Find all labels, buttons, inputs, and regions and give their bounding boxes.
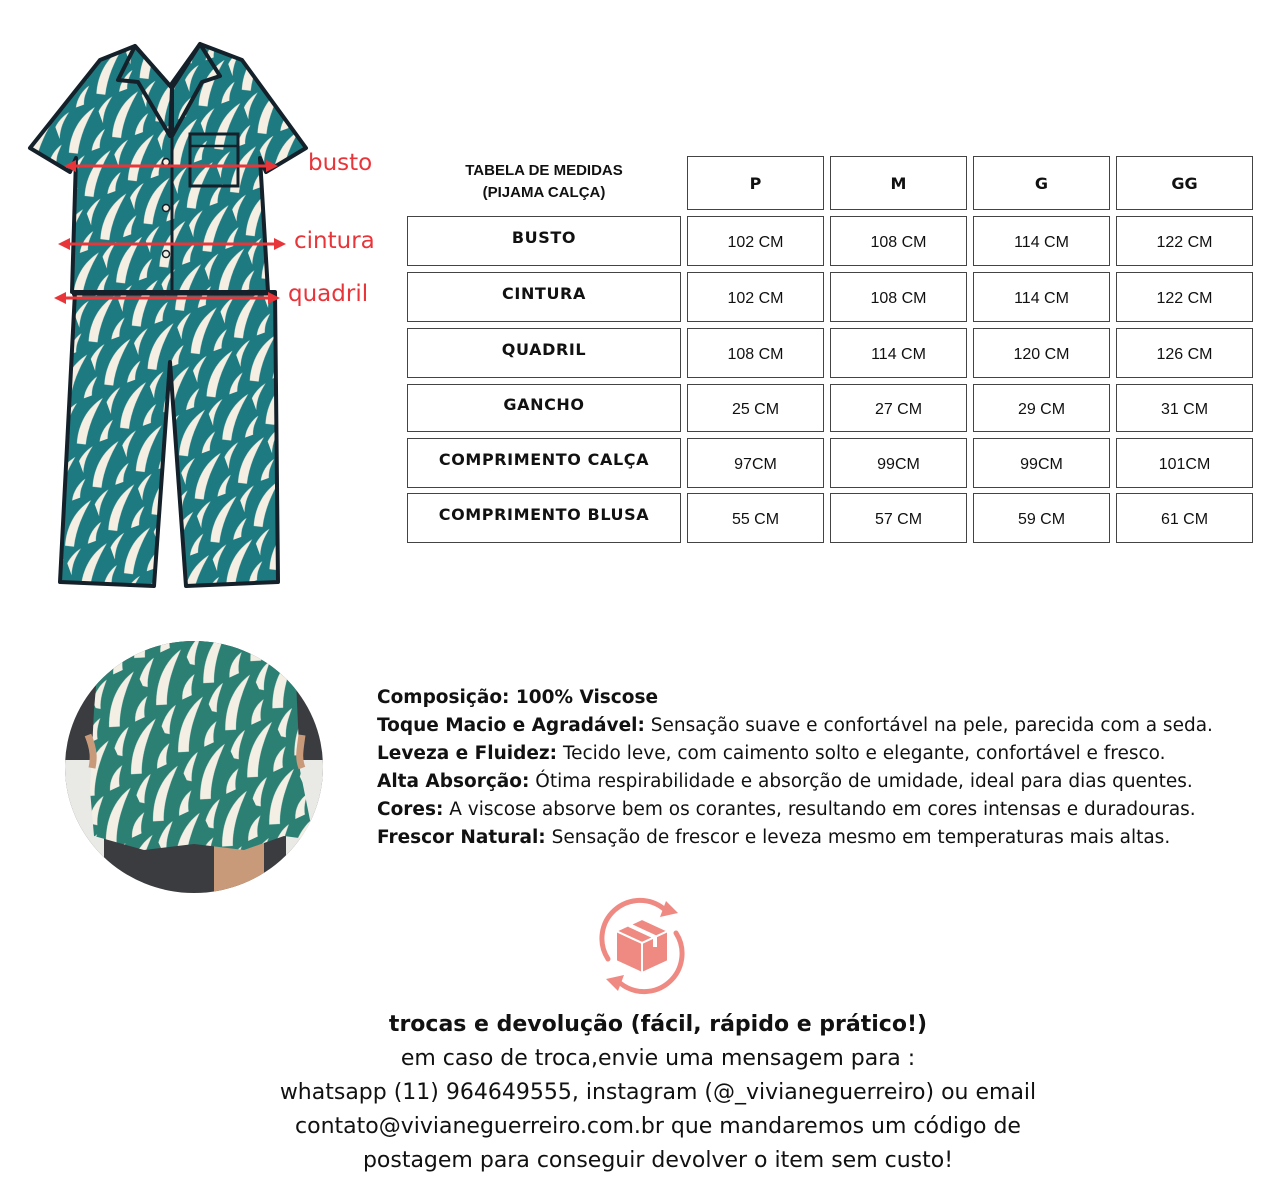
size-header-p: P: [687, 156, 824, 210]
composition-line: Toque Macio e Agradável: Sensação suave …: [377, 712, 1257, 740]
composition-line: Composição: 100% Viscose: [377, 684, 1257, 712]
returns-title: trocas e devolução (fácil, rápido e prát…: [388, 1012, 928, 1037]
table-cell: 108 CM: [830, 216, 967, 266]
composition-text: Tecido leve, com caimento solto e elegan…: [557, 743, 1166, 764]
size-header-g: G: [973, 156, 1110, 210]
composition-label: Frescor Natural:: [377, 827, 546, 848]
table-title-line2: (PIJAMA CALÇA): [482, 184, 606, 201]
composition-label: Cores:: [377, 799, 444, 820]
composition-label: Composição: 100% Viscose: [377, 687, 659, 708]
table-cell: 122 CM: [1116, 272, 1253, 322]
table-cell: 31 CM: [1116, 384, 1253, 432]
cintura-label: cintura: [294, 228, 375, 254]
table-cell: 101CM: [1116, 438, 1253, 488]
composition-line: Leveza e Fluidez: Tecido leve, com caime…: [377, 740, 1257, 768]
size-header-gg: GG: [1116, 156, 1253, 210]
composition-line: Frescor Natural: Sensação de frescor e l…: [377, 824, 1257, 852]
returns-line: postagem para conseguir devolver o item …: [362, 1148, 954, 1173]
returns-line: contato@vivianeguerreiro.com.br que mand…: [295, 1114, 1021, 1139]
table-title: TABELA DE MEDIDAS (PIJAMA CALÇA): [408, 160, 680, 204]
table-cell: 114 CM: [973, 216, 1110, 266]
composition-line: Cores: A viscose absorve bem os corantes…: [377, 796, 1257, 824]
busto-label: busto: [308, 150, 373, 176]
composition-info: Composição: 100% Viscose Toque Macio e A…: [377, 684, 1257, 852]
composition-line: Alta Absorção: Ótima respirabilidade e a…: [377, 768, 1257, 796]
table-cell: 99CM: [973, 438, 1110, 488]
returns-line: whatsapp (11) 964649555, instagram (@_vi…: [279, 1080, 1037, 1105]
table-cell: 25 CM: [687, 384, 824, 432]
table-cell: 55 CM: [687, 493, 824, 543]
fabric-photo: [64, 640, 324, 895]
composition-text: Sensação suave e confortável na pele, pa…: [644, 715, 1213, 736]
quadril-label: quadril: [288, 281, 369, 307]
composition-label: Toque Macio e Agradável:: [377, 715, 645, 736]
table-cell: 97CM: [687, 438, 824, 488]
table-cell: 99CM: [830, 438, 967, 488]
table-cell: 108 CM: [830, 272, 967, 322]
composition-text: Sensação de frescor e leveza mesmo em te…: [545, 827, 1171, 848]
fabric-photo-drawing: [65, 641, 323, 893]
row-label-comprimento-calca: COMPRIMENTO CALÇA: [407, 438, 681, 488]
returns-info: trocas e devolução (fácil, rápido e prát…: [190, 1008, 1126, 1178]
table-cell: 120 CM: [973, 328, 1110, 378]
table-cell: 122 CM: [1116, 216, 1253, 266]
size-header-m: M: [830, 156, 967, 210]
composition-label: Leveza e Fluidez:: [377, 743, 558, 764]
table-cell: 29 CM: [973, 384, 1110, 432]
returns-line: em caso de troca,envie uma mensagem para…: [400, 1046, 916, 1071]
table-cell: 114 CM: [973, 272, 1110, 322]
table-cell: 102 CM: [687, 272, 824, 322]
row-label-busto: BUSTO: [407, 216, 681, 266]
row-label-quadril: QUADRIL: [407, 328, 681, 378]
table-cell: 108 CM: [687, 328, 824, 378]
pajama-drawing: [28, 42, 308, 588]
table-cell: 102 CM: [687, 216, 824, 266]
table-cell: 59 CM: [973, 493, 1110, 543]
row-label-cintura: CINTURA: [407, 272, 681, 322]
table-cell: 27 CM: [830, 384, 967, 432]
table-cell: 57 CM: [830, 493, 967, 543]
pajama-illustration: busto cintura quadril: [20, 30, 380, 600]
table-title-line1: TABELA DE MEDIDAS: [465, 162, 623, 179]
table-cell: 61 CM: [1116, 493, 1253, 543]
composition-text: A viscose absorve bem os corantes, resul…: [443, 799, 1196, 820]
composition-label: Alta Absorção:: [377, 771, 530, 792]
table-cell: 126 CM: [1116, 328, 1253, 378]
row-label-comprimento-blusa: COMPRIMENTO BLUSA: [407, 493, 681, 543]
table-cell: 114 CM: [830, 328, 967, 378]
composition-text: Ótima respirabilidade e absorção de umid…: [529, 771, 1193, 792]
row-label-gancho: GANCHO: [407, 384, 681, 432]
return-box-icon: [594, 897, 690, 995]
